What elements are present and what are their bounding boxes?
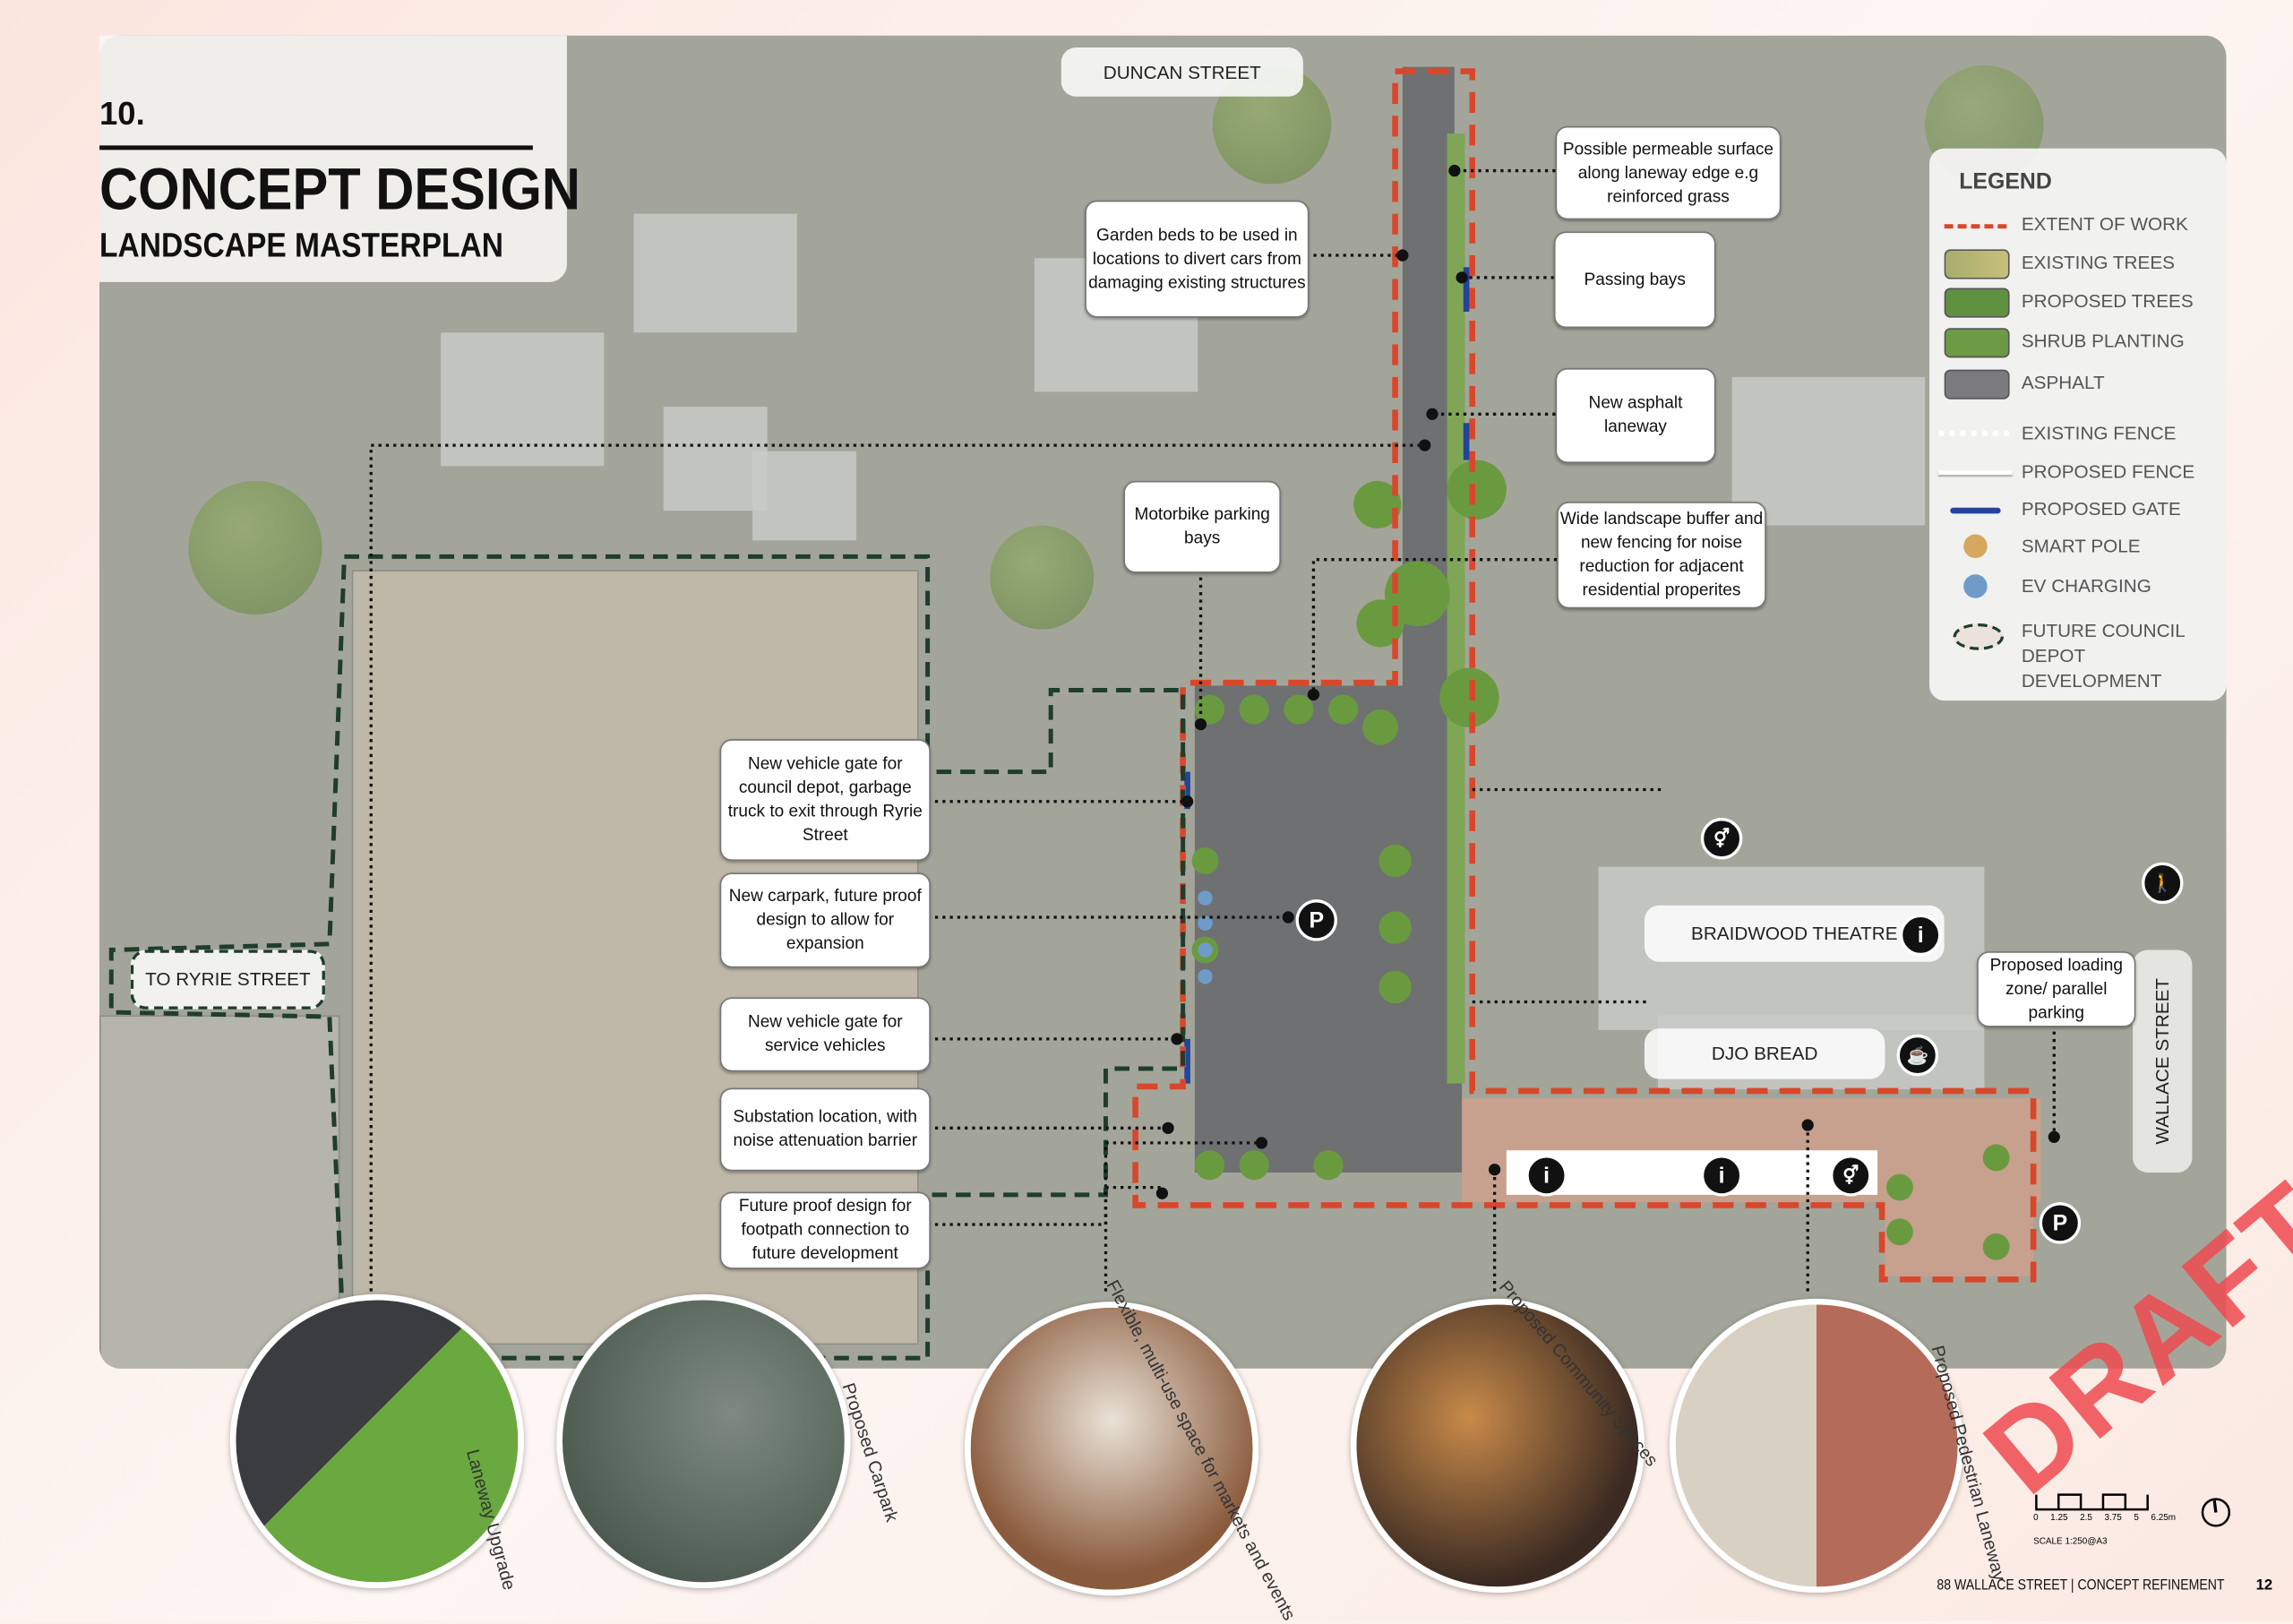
proposed-gate-swatch: [1950, 507, 2001, 514]
extent-swatch: [1944, 224, 2007, 229]
info-icon: i: [1899, 914, 1942, 957]
callout-loading-zone: Proposed loading zone/ parallel parking: [1977, 951, 2136, 1027]
proposed-trees: [1191, 460, 2010, 1260]
callout-garden-beds: Garden beds to be used in locations to d…: [1085, 200, 1310, 318]
legend-item: PROPOSED TREES: [2021, 290, 2194, 312]
footer-project: 88 WALLACE STREET | CONCEPT REFINEMENT: [1937, 1577, 2225, 1594]
callout-new-carpark: New carpark, future proof design to allo…: [719, 872, 931, 968]
callout-motorbike-bays: Motorbike parking bays: [1123, 480, 1281, 573]
scale-tick: 5: [2134, 1514, 2139, 1524]
existing-trees-swatch: [1944, 249, 2010, 279]
shrub-swatch: [1944, 328, 2010, 358]
page-number: 12: [2255, 1577, 2273, 1594]
scale-tick: 3.75: [2104, 1514, 2122, 1524]
legend: LEGEND EXTENT OF WORK EXISTING TREES PRO…: [1929, 148, 2227, 701]
precedent-image-community: [1350, 1298, 1645, 1593]
proposed-trees-swatch: [1944, 288, 2010, 318]
page-title: CONCEPT DESIGN: [99, 157, 580, 223]
scale-tick: 0: [2033, 1514, 2039, 1524]
legend-item: PROPOSED FENCE: [2021, 461, 2195, 483]
north-arrow-icon: [2201, 1498, 2231, 1527]
legend-item: SHRUB PLANTING: [2021, 331, 2185, 352]
legend-title: LEGEND: [1959, 168, 2052, 195]
ev-charging-bays: [1198, 890, 1213, 984]
ev-charging-icon: [1963, 574, 1988, 598]
future-depot-swatch: [1953, 623, 2004, 650]
street-label-duncan: DUNCAN STREET: [1061, 47, 1303, 97]
scale-note: SCALE 1:250@A3: [2033, 1537, 2108, 1547]
street-label-ryrie: TO RYRIE STREET: [130, 949, 325, 1010]
scale-tick: 2.5: [2080, 1514, 2092, 1524]
legend-item: EXTENT OF WORK: [2021, 213, 2188, 235]
legend-item: FUTURE COUNCIL DEPOT DEVELOPMENT: [2021, 620, 2186, 692]
pedestrian-icon: 🚶: [2142, 862, 2184, 905]
info-icon: i: [1700, 1155, 1743, 1197]
street-label-wallace: WALLACE STREET: [2133, 949, 2193, 1173]
callout-asphalt-laneway: New asphalt laneway: [1555, 367, 1716, 463]
scale-bar: [2035, 1493, 2149, 1511]
scale-tick: 1.25: [2050, 1514, 2068, 1524]
precedent-image-laneway: [229, 1293, 524, 1588]
wallace-street-text: WALLACE STREET: [2151, 977, 2173, 1145]
parking-icon: P: [2039, 1202, 2082, 1244]
info-icon: i: [1525, 1155, 1567, 1197]
legend-item: ASPHALT: [2021, 372, 2105, 394]
legend-item: PROPOSED GATE: [2021, 498, 2181, 520]
page-subtitle: LANDSCAPE MASTERPLAN: [99, 225, 503, 264]
extent-of-work-boundary: [1132, 68, 2037, 1283]
coffee-icon: ☕: [1896, 1034, 1939, 1077]
place-label-theatre: BRAIDWOOD THEATRE: [1644, 905, 1945, 962]
title-panel: 10. CONCEPT DESIGN LANDSCAPE MASTERPLAN: [99, 35, 580, 282]
callout-passing-bays: Passing bays: [1553, 231, 1716, 329]
legend-item: EV CHARGING: [2021, 575, 2151, 597]
scale-tick: 6.25m: [2151, 1514, 2177, 1524]
toilet-icon: ⚥: [1830, 1155, 1872, 1197]
leader-dots: [1155, 164, 2060, 1199]
existing-fence-swatch: [1938, 430, 2010, 437]
smart-pole-icon: [1963, 534, 1988, 559]
callout-service-gate: New vehicle gate for service vehicles: [719, 997, 931, 1072]
place-label-bakery: DJO BREAD: [1644, 1028, 1885, 1079]
precedent-image-pedestrian: [1670, 1298, 1964, 1593]
callout-landscape-buffer: Wide landscape buffer and new fencing fo…: [1557, 502, 1766, 609]
proposed-fence-swatch: [1938, 470, 2013, 476]
laneway-asphalt: [1194, 66, 2041, 1277]
legend-item: EXISTING TREES: [2021, 252, 2175, 273]
legend-item: EXISTING FENCE: [2021, 423, 2177, 444]
parking-icon: P: [1295, 899, 1337, 941]
scale-ticks: 0 1.25 2.5 3.75 5 6.25m: [2033, 1514, 2176, 1523]
asphalt-swatch: [1944, 369, 2010, 400]
precedent-image-markets: [965, 1302, 1259, 1596]
callout-footpath: Future proof design for footpath connect…: [719, 1191, 931, 1269]
section-number: 10.: [99, 95, 145, 133]
title-rule: [99, 145, 533, 150]
callout-depot-gate: New vehicle gate for council depot, garb…: [719, 739, 931, 862]
precedent-image-carpark: [556, 1293, 851, 1588]
callout-substation: Substation location, with noise attenuat…: [719, 1087, 931, 1172]
callout-permeable-surface: Possible permeable surface along laneway…: [1555, 125, 1782, 220]
toilet-icon: ⚥: [1700, 818, 1743, 860]
legend-item: SMART POLE: [2021, 536, 2141, 557]
